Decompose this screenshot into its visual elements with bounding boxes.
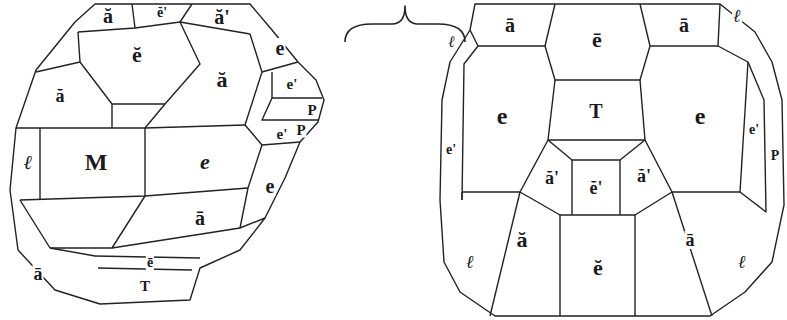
face-edges	[462, 4, 766, 316]
face-edges	[16, 4, 322, 270]
crystal-outline	[10, 4, 324, 304]
face-label: e'	[748, 123, 760, 137]
face-label: ă	[216, 69, 229, 91]
face-label: ℓ	[732, 7, 742, 25]
face-label: ℓ	[737, 253, 747, 271]
face-label: ĕ'	[589, 179, 604, 197]
face-label: ă'	[544, 169, 560, 187]
face-label: M	[84, 150, 109, 174]
face-label: ā	[194, 208, 206, 228]
face-label: T	[139, 279, 151, 294]
face-label: P	[295, 123, 306, 138]
face-label: e'	[445, 143, 457, 157]
face-label: ā	[678, 15, 690, 35]
face-label: ā	[33, 265, 44, 283]
face-label: P	[306, 103, 317, 118]
face-label: e	[496, 104, 509, 128]
face-label: e	[275, 38, 286, 58]
face-label: ℓ	[23, 152, 34, 172]
face-label: ā	[685, 231, 696, 249]
face-label: ă'	[636, 167, 652, 185]
face-label: ē	[146, 256, 154, 270]
face-label: e'	[276, 127, 289, 142]
face-label: ă'	[213, 7, 231, 27]
face-label: e	[199, 151, 211, 173]
face-label: ă	[55, 87, 66, 105]
crystal-outline	[440, 4, 784, 316]
face-label: e'	[286, 77, 299, 92]
face-label: ĕ	[131, 44, 143, 66]
face-label: e	[265, 176, 276, 196]
face-label: P	[770, 149, 781, 163]
face-label: ĕ'	[156, 6, 168, 20]
face-label: ĕ	[592, 257, 604, 279]
face-label: ă	[102, 6, 114, 26]
face-label: ℓ	[465, 253, 475, 271]
face-label: e	[694, 104, 707, 128]
face-label: ă	[516, 229, 529, 251]
face-label: ā	[504, 15, 516, 35]
face-label: ē	[591, 29, 603, 51]
face-label: ℓ	[448, 34, 457, 50]
face-label: T	[588, 101, 603, 121]
